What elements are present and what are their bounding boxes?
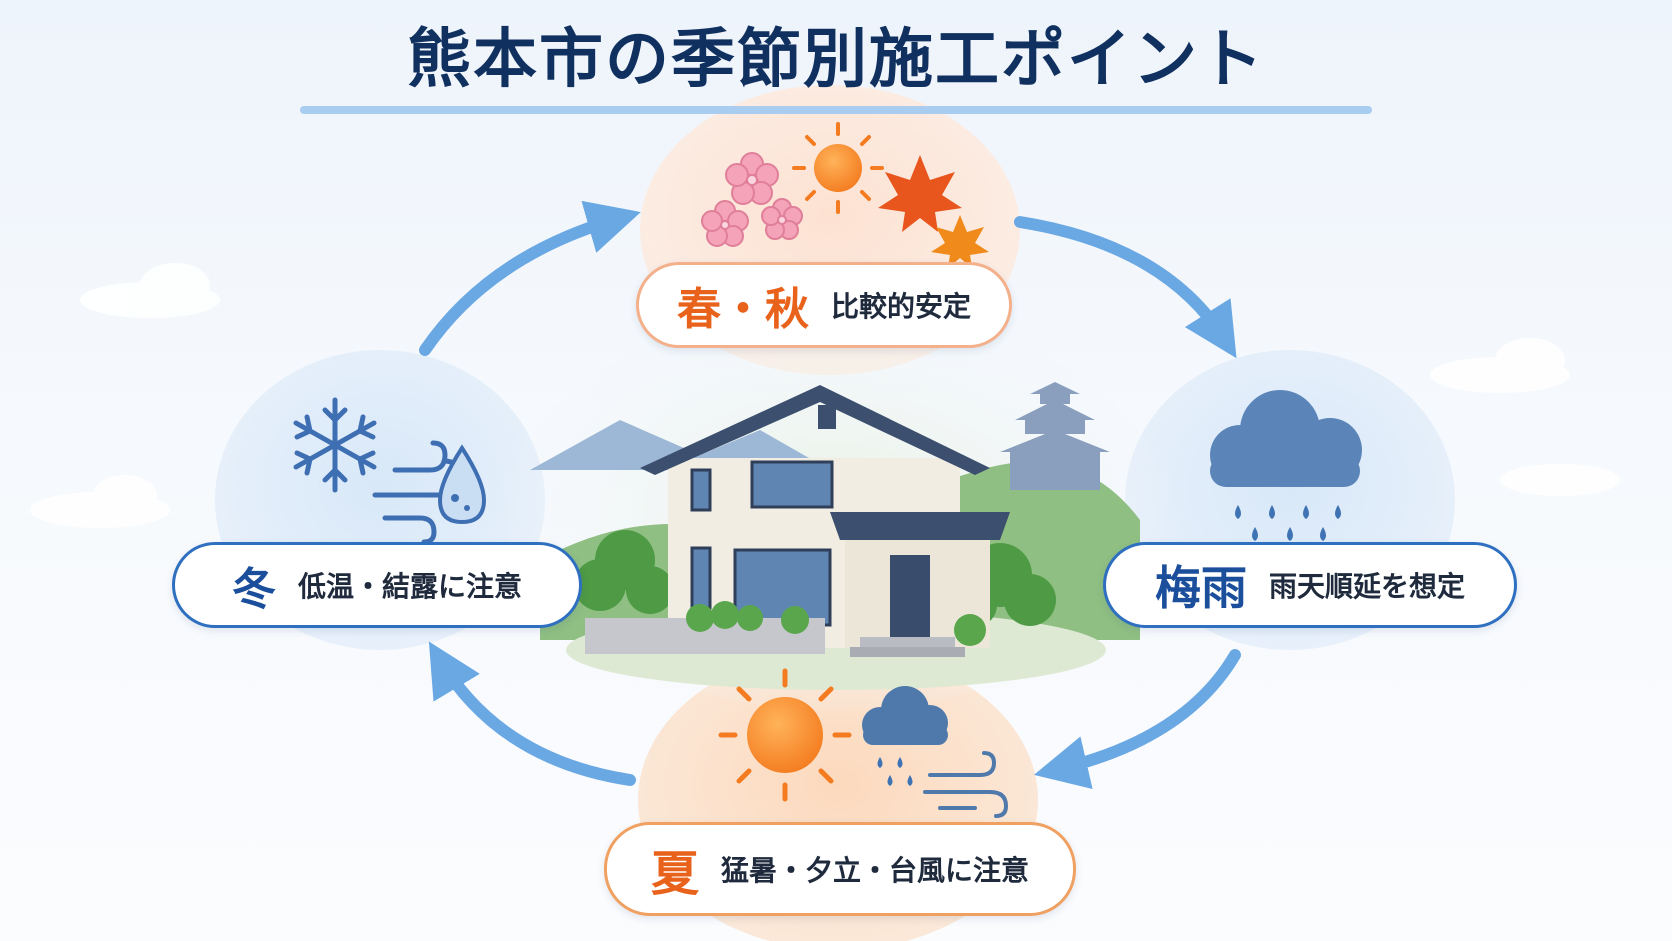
arrow-summer-to-winter	[428, 641, 636, 786]
snowflake-icon	[293, 397, 377, 493]
arrow-rainy-to-summer	[1033, 649, 1241, 790]
season-note: 猛暑・夕立・台風に注意	[721, 854, 1030, 887]
cherry-blossom-icon	[701, 152, 803, 247]
page-title: 熊本市の季節別施工ポイント	[407, 23, 1265, 97]
season-name: 梅雨	[1154, 561, 1247, 615]
season-name: 春・秋	[676, 284, 809, 335]
rain-cloud-icon	[1210, 390, 1362, 541]
spring-autumn-label: 春・秋 比較的安定	[636, 262, 1012, 348]
season-note: 低温・結露に注意	[297, 570, 522, 603]
season-note: 比較的安定	[830, 290, 971, 323]
season-note: 雨天順延を想定	[1268, 570, 1465, 603]
rainy-season-label: 梅雨 雨天順延を想定	[1103, 542, 1517, 628]
arrow-winter-to-spring	[419, 200, 641, 356]
season-name: 夏	[650, 846, 699, 902]
summer-label: 夏 猛暑・夕立・台風に注意	[604, 822, 1076, 916]
maple-leaf-icon	[878, 155, 989, 268]
rain-cloud-icon	[862, 686, 948, 786]
winter-label: 冬 低温・結露に注意	[172, 542, 582, 628]
house-illustration	[506, 310, 1166, 710]
sun-icon	[792, 122, 884, 214]
background-clouds	[30, 263, 1620, 528]
cycle-arrows	[419, 200, 1241, 790]
arrow-spring-to-rainy	[1014, 216, 1237, 359]
castle-icon	[1000, 382, 1110, 490]
water-drop-icon	[437, 444, 487, 525]
season-name: 冬	[231, 564, 276, 615]
wind-icon	[923, 751, 1009, 818]
title-underline	[300, 106, 1372, 114]
sun-icon	[718, 668, 852, 802]
